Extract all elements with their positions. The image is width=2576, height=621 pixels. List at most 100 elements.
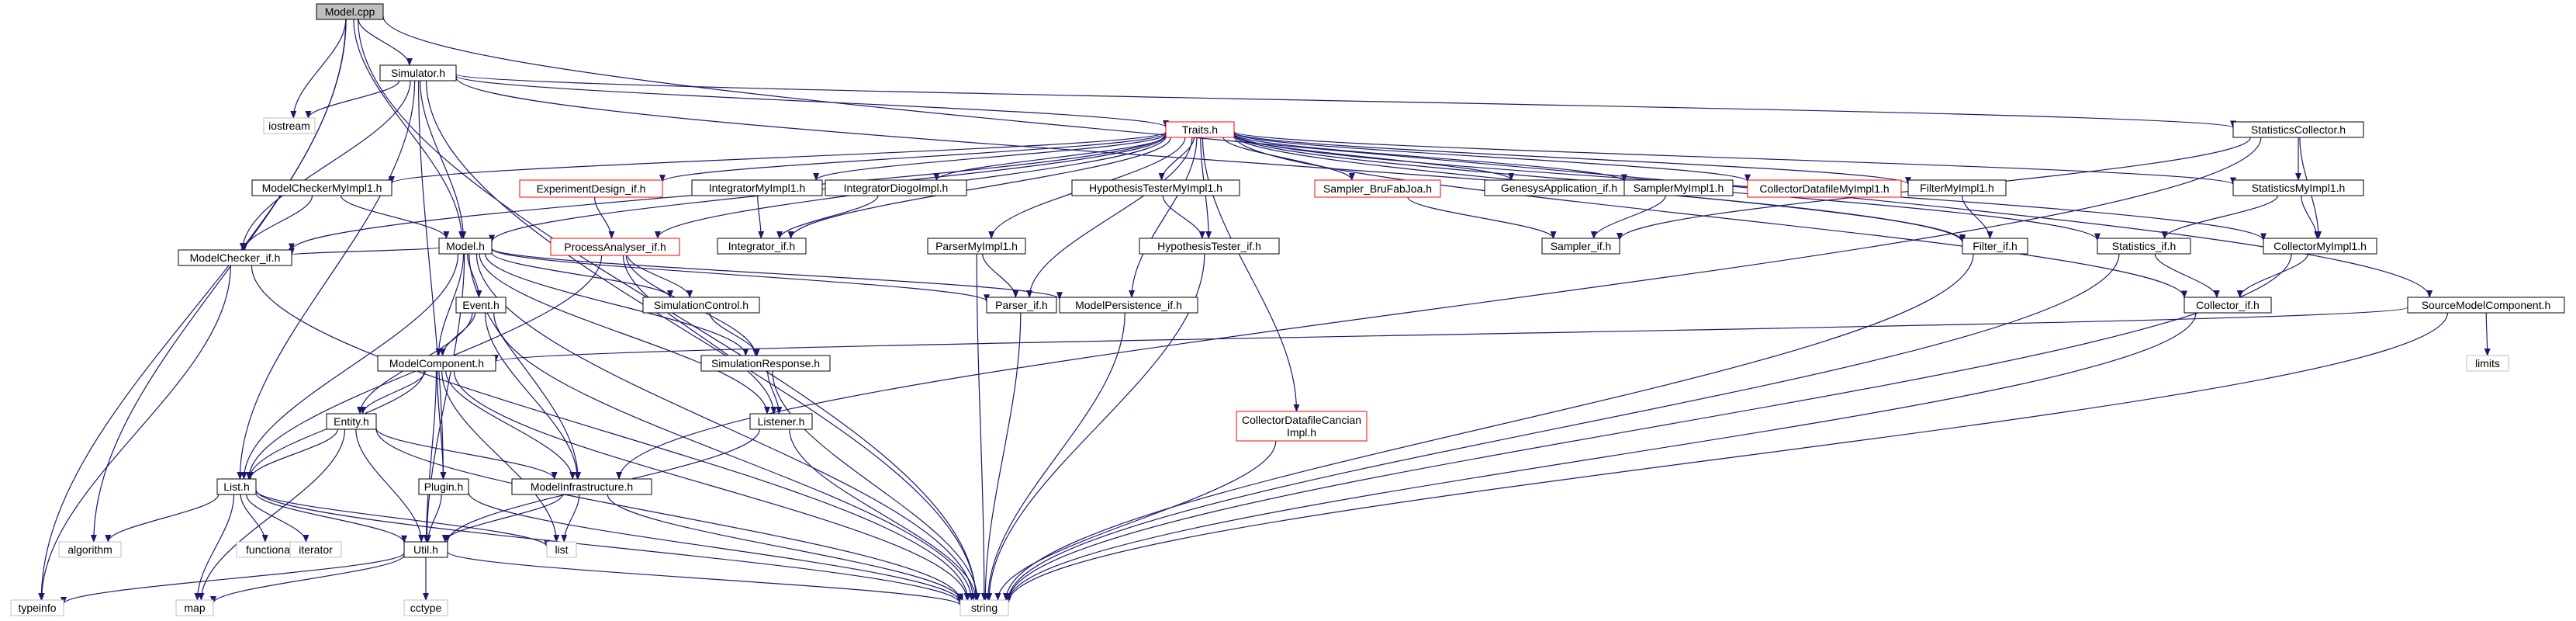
node-parsermyimpl1-h[interactable]: ParserMyImpl1.h [927,238,1026,255]
node-modelpersistence-if-h[interactable]: ModelPersistence_if.h [1059,297,1198,314]
node-parser-if-h[interactable]: Parser_if.h [986,297,1057,314]
edge-list_h-to-algorithm [105,494,220,543]
edge-entity_h-to-list_h [247,428,338,480]
node-integrator-if-h[interactable]: Integrator_if.h [717,238,807,255]
node-label: Statistics_if.h [2112,240,2176,252]
edge-processanalyser_if_h-to-simulationcontrol_h [627,255,693,298]
node-label: Simulator.h [391,67,445,79]
node-entity-h[interactable]: Entity.h [326,413,377,430]
node-util-h[interactable]: Util.h [403,541,448,558]
edge-modelinfrastructure_h-to-util_h [441,494,563,543]
node-label: SimulationResponse.h [711,357,820,369]
edge-simulationcontrol_h-to-simulationresponse_h [709,312,760,356]
node-box [2184,297,2272,314]
node-label: limits [2475,357,2500,369]
node-simulationcontrol-h[interactable]: SimulationControl.h [642,297,760,314]
node-label: Entity.h [334,415,369,428]
node-label: ModelInfrastructure.h [531,480,633,493]
edge-modelchecker_if_h-to-string [251,265,971,601]
node-label: ModelComponent.h [389,357,484,369]
edge-filter_if_h-to-string [1003,253,1974,601]
node-model-cpp[interactable]: Model.cpp [316,3,384,20]
node-hypothesistester-if-h[interactable]: HypothesisTester_if.h [1139,238,1280,255]
node-box [2232,121,2364,138]
node-integratordiogoimpl-h[interactable]: IntegratorDiogoImpl.h [825,179,967,196]
node-modelchecker-if-h[interactable]: ModelChecker_if.h [178,249,292,266]
node-label: algorithm [67,543,112,556]
edge-statistics_if_h-to-collector_if_h [2154,253,2220,298]
node-collectordatafilemyimpl1-h[interactable]: CollectorDatafileMyImpl1.h [1747,179,1902,198]
node-statisticscollector-h[interactable]: StatisticsCollector.h [2232,121,2364,138]
edge-hypothesistestermyimpl1_h-to-hypothesistester_if_h [1162,195,1205,239]
edge-simulator_h-to-traits_h [455,75,1169,128]
node-hypothesistestermyimpl1-h[interactable]: HypothesisTesterMyImpl1.h [1071,179,1240,196]
node-label: ParserMyImpl1.h [935,240,1018,252]
node-sourcemodelcomponent-h[interactable]: SourceModelComponent.h [2407,297,2565,314]
node-label: ExperimentDesign_if.h [537,182,646,195]
node-box [289,541,342,558]
node-model-h[interactable]: Model.h [438,238,493,255]
node-box [1541,238,1620,255]
node-box [1907,179,2007,196]
node-modelcheckermyimpl1-h[interactable]: ModelCheckerMyImpl1.h [251,179,392,196]
edge-model_cpp-to-typeinfo [38,19,347,601]
node-processanalyser-if-h[interactable]: ProcessAnalyser_if.h [550,238,680,256]
node-filtermyimpl1-h[interactable]: FilterMyImpl1.h [1907,179,2007,196]
edge-simulator_h-to-modelchecker_if_h [239,80,411,251]
node-label: GenesysApplication_if.h [1501,182,1617,194]
node-filter-if-h[interactable]: Filter_if.h [1962,238,2028,255]
edge-list_h-to-map [194,494,235,601]
node-statistics-if-h[interactable]: Statistics_if.h [2097,238,2191,255]
node-label: list [555,543,568,556]
edge-traits_h-to-integrator_if_h [787,137,1171,239]
edge-traits_h-to-collector_if_h [1233,135,2187,299]
edge-processanalyser_if_h-to-listener_h [622,255,777,415]
edge-traits_h-to-modelcheckermyimpl1_h [389,131,1167,185]
edge-model_h-to-simulationresponse_h [485,253,749,356]
edge-plugin_h-to-string [468,492,963,604]
edge-traits_h-to-hypothesistestermyimpl1_h [1158,137,1195,181]
node-listener-h[interactable]: Listener.h [749,413,813,430]
edge-modelcomponent_h-to-plugin_h [436,370,447,480]
edge-model_h-to-listener_h [479,253,770,415]
node-collector-if-h[interactable]: Collector_if.h [2184,297,2272,314]
node-label: Traits.h [1182,123,1218,136]
node-integratormyimpl1-h[interactable]: IntegratorMyImpl1.h [691,179,823,196]
node-box [1623,179,1734,196]
node-traits-h[interactable]: Traits.h [1165,121,1235,138]
edge-collector_if_h-to-string [1005,312,2197,603]
node-collectormyimpl1-h[interactable]: CollectorMyImpl1.h [2263,238,2377,255]
node-list-h[interactable]: List.h [216,478,257,495]
node-box [1747,179,1902,198]
node-simulator-h[interactable]: Simulator.h [379,64,457,82]
edge-simulator_h-to-statisticscollector_h [455,73,2236,129]
node-sampler-brufabloa-h[interactable]: Sampler_BruFabJoa.h [1314,179,1441,198]
node-functional: functional [236,541,303,558]
edge-traits_h-to-filtermyimpl1_h [1233,131,1911,186]
node-label: IntegratorDiogoImpl.h [844,182,949,194]
node-plugin-h[interactable]: Plugin.h [418,478,469,495]
node-label: Integrator_if.h [728,240,795,252]
node-label: ProcessAnalyser_if.h [564,241,666,253]
node-event-h[interactable]: Event.h [455,297,507,314]
node-label: ModelCheckerMyImpl1.h [262,182,382,194]
node-modelinfrastructure-h[interactable]: ModelInfrastructure.h [511,478,652,495]
edge-integratormyimpl1_h-to-integrator_if_h [757,195,765,239]
node-label: HypothesisTester_if.h [1157,240,1261,252]
node-label: StatisticsMyImpl1.h [2252,182,2346,194]
edge-traits_h-to-samplermyimpl1_h [1233,133,1627,182]
node-statisticsmyimpl1-h[interactable]: StatisticsMyImpl1.h [2232,179,2364,196]
edge-modelpersistence_if_h-to-string [984,312,1125,601]
node-genesysapplication-if-h[interactable]: GenesysApplication_if.h [1484,179,1634,196]
node-box [1139,238,1280,255]
edge-parser_if_h-to-string [982,312,1022,601]
edge-listener_h-to-string [789,428,980,601]
edge-model_cpp-to-iostream [290,19,347,119]
node-modelcomponent-h[interactable]: ModelComponent.h [377,355,496,372]
node-samplermyimpl1-h[interactable]: SamplerMyImpl1.h [1623,179,1734,196]
node-experimentdesign-if-h[interactable]: ExperimentDesign_if.h [519,179,663,198]
node-sampler-if-h[interactable]: Sampler_if.h [1541,238,1620,255]
node-simulationresponse-h[interactable]: SimulationResponse.h [700,355,831,372]
edge-statisticsmyimpl1_h-to-statistics_if_h [2161,195,2279,239]
